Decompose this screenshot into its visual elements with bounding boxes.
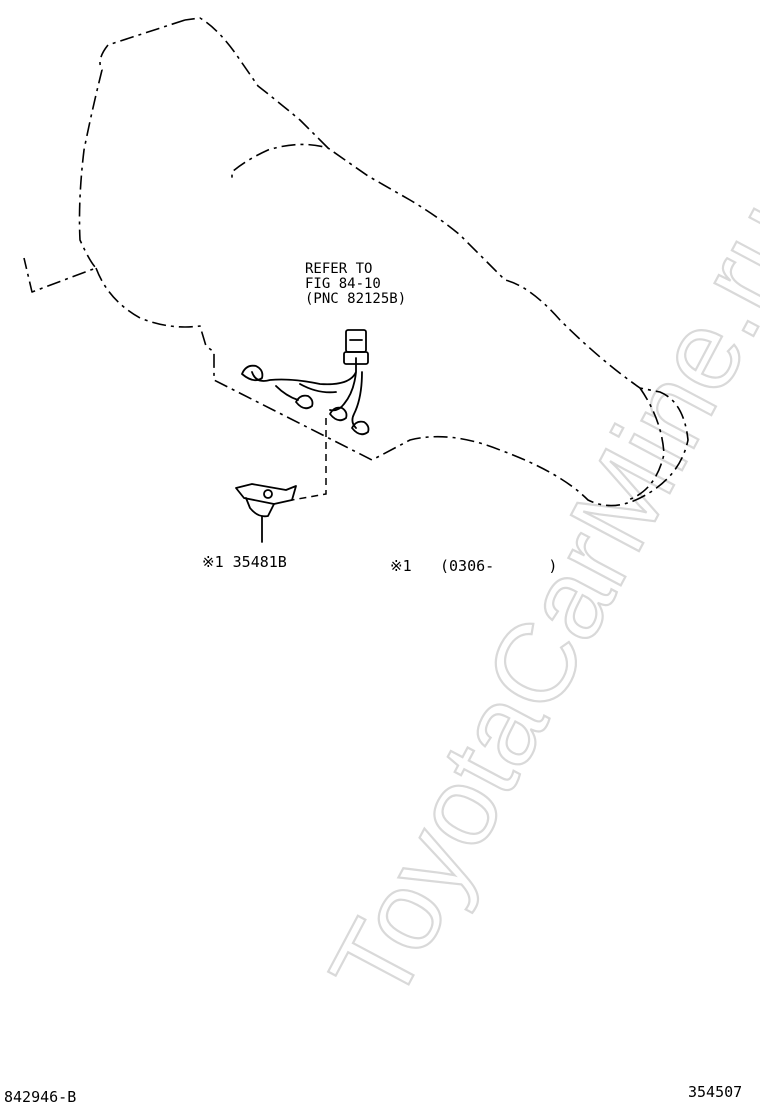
footnote-mark: ※1 [390, 557, 412, 575]
assembly-leader [291, 418, 327, 501]
footnote-range: (0306- ) [440, 557, 557, 575]
bracket-part [235, 483, 297, 543]
wire-harness [251, 357, 363, 429]
transmission-outline [23, 17, 689, 507]
harness-clamps [241, 364, 370, 436]
refer-note: REFER TO FIG 84-10 (PNC 82125B) [305, 261, 406, 307]
footnote: ※1 (0306- ) [390, 557, 557, 575]
refer-line-3: (PNC 82125B) [305, 291, 406, 307]
harness-connector [343, 329, 369, 365]
figure-code-left: 842946-B [4, 1088, 76, 1106]
watermark: ToyotaCarMine.ru [305, 181, 760, 1022]
figure-code-right: 354507 [688, 1083, 742, 1101]
refer-line-2: FIG 84-10 [305, 276, 381, 292]
housing-right-lobe [627, 387, 665, 501]
refer-line-1: REFER TO [305, 261, 372, 277]
part-number-label: ※1 35481B [202, 553, 287, 571]
watermark-text: ToyotaCarMine.ru [306, 182, 760, 1021]
